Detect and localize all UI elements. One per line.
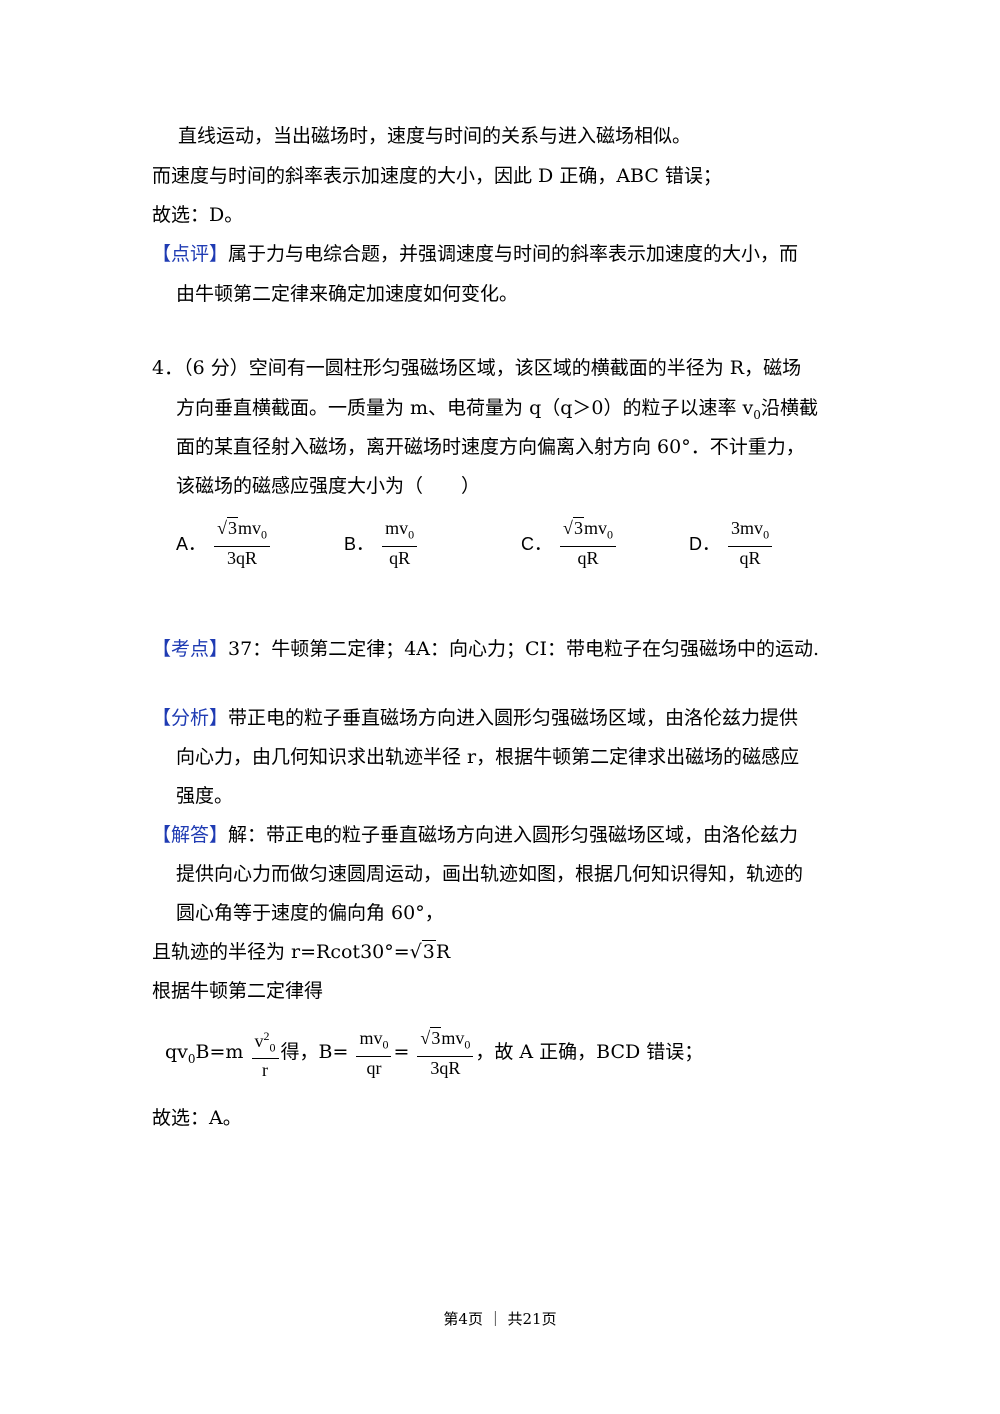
prev-line-2: 而速度与时间的斜率表示加速度的大小，因此 D 正确，ABC 错误； [152,165,722,187]
fenxi-line-3: 强度。 [176,785,234,807]
option-c-num: mv [583,518,607,538]
option-b-label: B． [344,533,375,554]
kaodian: 【考点】37：牛顿第二定律；4A：向心力；CI：带电粒子在匀强磁场中的运动. [152,637,819,661]
prev-line-1: 直线运动，当出磁场时，速度与时间的关系与进入磁场相似。 [178,125,692,147]
radius-unit: R [435,941,451,963]
jieda-line-3: 圆心角等于速度的偏向角 60°， [176,902,444,924]
eq-frac2-sub: 0 [382,1037,389,1052]
eq-qv: qv [165,1041,188,1063]
option-c-fraction: √3mv0 qR [560,517,616,569]
option-a-num: mv [237,518,261,538]
jieda-text-1: 解：带正电的粒子垂直磁场方向进入圆形匀强磁场区域，由洛伦兹力 [228,824,799,846]
question-line-2-b: 沿横截 [760,397,818,419]
eq-frac3-num: mv [441,1028,465,1049]
option-a-sqrt-sign: √ [217,518,227,538]
option-c-num-sub: 0 [606,527,613,542]
comment-text-1: 属于力与电综合题，并强调速度与时间的斜率表示加速度的大小，而 [228,243,799,265]
prev-answer: 故选：D。 [152,204,244,226]
option-a-fraction: √3mv0 3qR [214,517,270,569]
fenxi-line-2: 向心力，由几何知识求出轨迹半径 r，根据牛顿第二定律求出磁场的磁感应 [176,746,800,768]
option-d-num-sub: 0 [763,527,770,542]
eq-de: 得，B= [280,1041,349,1063]
eq-qv-sub: 0 [187,1051,196,1066]
option-d-num: 3mv [731,518,764,538]
eq-frac3-sqrt-sign: √ [420,1028,431,1049]
radius-text: 且轨迹的半径为 r=Rcot30°= [152,941,410,963]
jieda: 【解答】解：带正电的粒子垂直磁场方向进入圆形匀强磁场区域，由洛伦兹力 [152,823,798,847]
option-a-label: A． [176,533,207,554]
eq-frac1-sub: 0 [269,1040,276,1055]
option-d: D． 3mv0 qR [689,517,774,569]
prev-comment-2: 由牛顿第二定律来确定加速度如何变化。 [176,283,519,305]
eq-fraction-1: v20 r [251,1025,279,1082]
eq-bm: B=m [195,1041,244,1063]
option-d-label: D． [689,533,720,554]
eq-fraction-2: mv0 qr [356,1027,392,1079]
question-line-4: 该磁场的磁感应强度大小为（ ） [176,475,481,497]
eq-frac1-den: r [262,1060,268,1081]
jieda-line-4: 且轨迹的半径为 r=Rcot30°=√3R [152,940,450,964]
option-a-num-sub: 0 [260,527,267,542]
fenxi-tag: 【分析】 [152,707,229,729]
eq-frac2-den: qr [366,1057,382,1078]
eq-frac1-num: v [254,1030,264,1051]
kaodian-text: 37：牛顿第二定律；4A：向心力；CI：带电粒子在匀强磁场中的运动. [228,638,820,660]
eq-frac2-num: mv [359,1028,383,1049]
option-c: C． √3mv0 qR [521,517,618,569]
eq-equals: = [393,1041,410,1063]
option-a: A． √3mv0 3qR [176,517,272,569]
eq-frac3-radicand: 3 [430,1027,442,1049]
question-line-3: 面的某直径射入磁场，离开磁场时速度方向偏离入射方向 60°．不计重力， [176,436,805,458]
question-line-2-a: 方向垂直横截面。一质量为 m、电荷量为 q（q＞0）的粒子以速率 v [176,397,754,419]
option-a-radicand: 3 [226,517,238,538]
eq-frac3-den: 3qR [430,1057,461,1078]
sqrt-sign: √ [409,941,422,963]
option-b-den: qR [389,547,411,568]
option-a-den: 3qR [227,547,258,568]
option-c-label: C． [521,533,552,554]
equation: qv0B=m v20 r 得，B= mv0 qr = √3mv0 3qR ，故 … [165,1022,703,1089]
eq-frac3-sub: 0 [464,1037,471,1052]
option-c-radicand: 3 [572,517,584,538]
comment-tag: 【点评】 [152,243,229,265]
jieda-line-5: 根据牛顿第二定律得 [152,980,324,1002]
radius-radicand: 3 [421,940,436,963]
option-b-fraction: mv0 qR [382,517,418,569]
jieda-tag: 【解答】 [152,824,229,846]
question-line-1: 4．（6 分）空间有一圆柱形匀强磁场区域，该区域的横截面的半径为 R，磁场 [152,357,802,379]
option-c-sqrt-sign: √ [563,518,573,538]
fenxi-text-1: 带正电的粒子垂直磁场方向进入圆形匀强磁场区域，由洛伦兹力提供 [228,707,799,729]
option-b: B． mv0 qR [344,517,419,569]
option-c-den: qR [577,547,599,568]
kaodian-tag: 【考点】 [152,638,229,660]
question-line-2: 方向垂直横截面。一质量为 m、电荷量为 q（q＞0）的粒子以速率 v0沿横截 [176,396,818,427]
eq-conclusion: ，故 A 正确，BCD 错误； [475,1041,704,1063]
prev-comment: 【点评】属于力与电综合题，并强调速度与时间的斜率表示加速度的大小，而 [152,242,798,266]
option-d-den: qR [739,547,761,568]
option-b-num: mv [385,518,409,538]
eq-frac1-sup: 2 [263,1028,270,1043]
page-footer: 第4页 ｜ 共21页 [443,1310,557,1328]
eq-fraction-3: √3mv0 3qR [417,1027,474,1079]
final-answer: 故选：A。 [152,1107,242,1129]
question-line-2-sub: 0 [753,407,761,422]
option-d-fraction: 3mv0 qR [728,517,773,569]
fenxi: 【分析】带正电的粒子垂直磁场方向进入圆形匀强磁场区域，由洛伦兹力提供 [152,706,798,730]
jieda-line-2: 提供向心力而做匀速圆周运动，画出轨迹如图，根据几何知识得知，轨迹的 [176,863,804,885]
option-b-num-sub: 0 [408,527,415,542]
